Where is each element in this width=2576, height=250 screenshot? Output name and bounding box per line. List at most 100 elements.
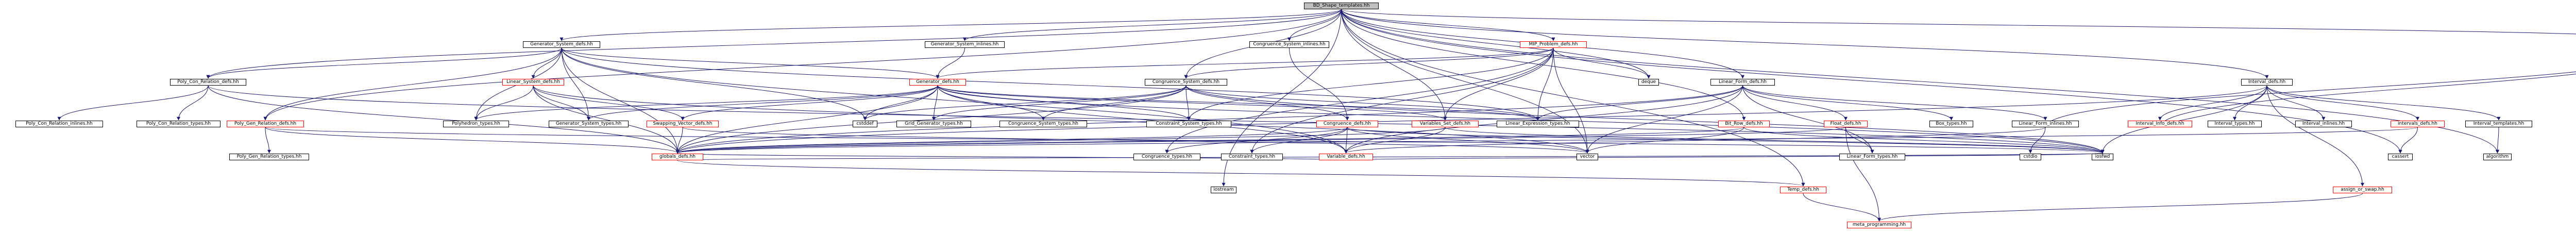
- dependency-edge: [265, 127, 680, 154]
- dependency-edge: [937, 85, 1540, 121]
- node-linear-expression-types[interactable]: Linear_Expression_types.hh: [1497, 121, 1579, 127]
- node-meta-programming[interactable]: meta_programming.hh: [1847, 222, 1911, 228]
- node-box-types[interactable]: Box_types.hh: [1929, 121, 1973, 127]
- node-label: Bit_Row_defs.hh: [1725, 121, 1763, 126]
- node-mip-problem-defs[interactable]: MIP_Problem_defs.hh: [1520, 41, 1587, 48]
- node-float-defs[interactable]: Float_defs.hh: [1824, 121, 1868, 127]
- node-label: Float_defs.hh: [1830, 121, 1861, 126]
- node-iosfwd[interactable]: iosfwd: [2092, 154, 2113, 160]
- node-label: cstdio: [2023, 154, 2038, 159]
- node-poly-con-relation-types[interactable]: Poly_Con_Relation_types.hh: [137, 121, 221, 127]
- node-linear-form-inlines[interactable]: Linear_Form_inlines.hh: [2012, 121, 2079, 127]
- node-congruence-types[interactable]: Congruence_types.hh: [1133, 154, 1200, 160]
- node-poly-con-relation-inlines[interactable]: Poly_Con_Relation_inlines.hh: [15, 121, 103, 127]
- node-globals-defs[interactable]: globals_defs.hh: [652, 154, 703, 160]
- dependency-edge: [675, 85, 1187, 154]
- node-interval-info-defs[interactable]: Interval_Info_defs.hh: [2128, 121, 2192, 127]
- node-cassert[interactable]: cassert: [2388, 154, 2413, 160]
- dependency-edge: [1341, 9, 2576, 35]
- node-interval-defs[interactable]: Interval_defs.hh: [2241, 79, 2293, 86]
- node-poly-gen-relation-defs[interactable]: Poly_Gen_Relation_defs.hh: [227, 121, 304, 127]
- node-bit-row-defs[interactable]: Bit_Row_defs.hh: [1718, 121, 1770, 127]
- dependency-edge: [533, 85, 1589, 154]
- node-interval-types[interactable]: Interval_types.hh: [2208, 121, 2262, 127]
- dependency-edge: [676, 127, 2418, 154]
- node-linear-form-types[interactable]: Linear_Form_types.hh: [1839, 154, 1905, 160]
- node-label: Poly_Con_Relation_inlines.hh: [26, 121, 93, 126]
- dependency-edge: [1803, 193, 1881, 222]
- node-intervals-defs[interactable]: intervals_defs.hh: [2391, 121, 2445, 127]
- dependency-edge: [560, 9, 1342, 41]
- node-poly-gen-relation-types[interactable]: Poly_Gen_Relation_types.hh: [229, 154, 309, 160]
- node-cstddef[interactable]: cstddef: [853, 121, 877, 127]
- dependency-edge: [675, 127, 1446, 154]
- dependency-edge: [265, 127, 2104, 154]
- node-generator-system-defs[interactable]: Generator_System_defs.hh: [523, 41, 600, 48]
- node-cstdio[interactable]: cstdio: [2020, 154, 2041, 160]
- dependency-edge: [561, 47, 590, 121]
- dependency-edge: [1742, 85, 1848, 121]
- node-vector[interactable]: vector: [1577, 154, 1598, 160]
- node-temp-defs[interactable]: Temp_defs.hh: [1780, 187, 1826, 193]
- dependency-edge: [587, 85, 938, 121]
- node-linear-form-defs[interactable]: Linear_Form_defs.hh: [1710, 79, 1775, 86]
- dependency-edge: [1250, 47, 1554, 154]
- node-label: Poly_Gen_Relation_defs.hh: [234, 121, 297, 126]
- node-linear-system-defs[interactable]: Linear_System_defs.hh: [502, 79, 564, 86]
- node-label: Congruence_types.hh: [1142, 154, 1192, 159]
- node-label: assign_or_swap.hh: [2341, 187, 2384, 192]
- node-congruence-system-inlines[interactable]: Congruence_System_inlines.hh: [1249, 41, 1329, 48]
- dependency-edge: [1347, 127, 2105, 154]
- dependency-edge: [1445, 127, 2105, 154]
- dependency-edge: [1341, 9, 1651, 79]
- dependency-edge: [474, 85, 938, 121]
- node-swapping-vector-defs[interactable]: Swapping_Vector_defs.hh: [647, 121, 719, 127]
- dependency-edge: [1344, 127, 1446, 154]
- node-grid-generator-types[interactable]: Grid_Generator_types.hh: [896, 121, 971, 127]
- dependency-edge: [1341, 9, 2269, 79]
- node-label: Congruence_System_types.hh: [1008, 121, 1078, 126]
- dependency-edge: [932, 85, 1187, 121]
- dependency-edge: [206, 47, 562, 79]
- dependency-edge: [1184, 47, 1554, 79]
- node-congruence-defs[interactable]: Congruence_defs.hh: [1316, 121, 1378, 127]
- node-label: Interval_types.hh: [2214, 121, 2255, 126]
- node-interval-inlines[interactable]: Interval_inlines.hh: [2295, 121, 2352, 127]
- node-generator-system-inlines[interactable]: Generator_System_inlines.hh: [925, 41, 1005, 48]
- dependency-edge: [57, 85, 209, 121]
- dependency-edge: [1344, 127, 1348, 154]
- dependency-edge: [1185, 85, 1540, 121]
- node-constraint-system-types[interactable]: Constraint_System_types.hh: [1146, 121, 1231, 127]
- node-label: Poly_Con_Relation_types.hh: [146, 121, 211, 126]
- node-poly-con-relation-defs[interactable]: Poly_Con_Relation_defs.hh: [170, 79, 246, 86]
- dependency-edge: [936, 47, 965, 79]
- dependency-edge: [2496, 127, 2500, 154]
- dependency-edge: [1536, 85, 1743, 121]
- node-polyhedron-types[interactable]: Polyhedron_types.hh: [443, 121, 509, 127]
- dependency-edge: [1743, 127, 2105, 154]
- node-label: Linear_Form_defs.hh: [1718, 79, 1767, 85]
- node-label: Congruence_defs.hh: [1323, 121, 1371, 126]
- node-congruence-system-types[interactable]: Congruence_System_types.hh: [999, 121, 1087, 127]
- node-label: Swapping_Vector_defs.hh: [653, 121, 713, 126]
- node-interval-templates[interactable]: Interval_templates.hh: [2465, 121, 2532, 127]
- dependency-edge: [1585, 85, 1743, 154]
- node-generator-defs[interactable]: Generator_defs.hh: [909, 79, 966, 86]
- dependency-edge: [561, 47, 1540, 121]
- dependency-edge: [675, 85, 938, 154]
- dependency-edge: [1341, 9, 1555, 41]
- dependency-edge: [675, 85, 2267, 154]
- node-generator-system-types[interactable]: Generator_System_types.hh: [549, 121, 629, 127]
- node-algorithm[interactable]: algorithm: [2483, 154, 2512, 160]
- node-constraint-types[interactable]: Constraint_types.hh: [1221, 154, 1283, 160]
- dependency-edge: [676, 127, 1744, 154]
- node-congruence-system-defs[interactable]: Congruence_System_defs.hh: [1145, 79, 1227, 86]
- dependency-edge: [1041, 85, 1187, 121]
- node-deque[interactable]: deque: [1638, 79, 1659, 86]
- node-iostream[interactable]: iostream: [1211, 187, 1236, 193]
- node-variables-set-defs[interactable]: Variables_Set_defs.hh: [1412, 121, 1479, 127]
- dependency-edge: [2266, 85, 2364, 187]
- node-assign-or-swap[interactable]: assign_or_swap.hh: [2333, 187, 2392, 193]
- node-variable-defs[interactable]: Variable_defs.hh: [1319, 154, 1373, 160]
